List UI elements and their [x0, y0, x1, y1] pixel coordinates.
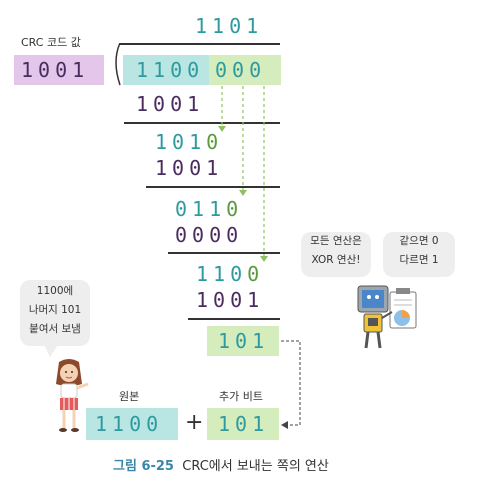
step3-remainder: 1100 — [196, 262, 265, 286]
figure-caption: 그림 6-25 CRC에서 보내는 쪽의 연산 — [113, 455, 329, 474]
girl-speech-bubble: 1100에 나머지 101 붙여서 보냄 — [20, 280, 90, 346]
divisor-box — [14, 55, 104, 85]
dividend-data: 1100 — [136, 58, 205, 82]
step4-subtrahend: 1001 — [196, 288, 265, 312]
girl-bubble-tail — [44, 345, 58, 357]
result-added: 101 — [218, 412, 270, 436]
step1-brought-bit: 0 — [206, 130, 224, 154]
step1-line — [124, 122, 280, 124]
result-original: 1100 — [95, 412, 164, 436]
plus-sign: + — [185, 410, 204, 435]
step2-subtrahend: 1001 — [155, 156, 224, 180]
step2-remainder: 0110 — [175, 197, 244, 221]
step1-remainder: 1010 — [155, 130, 224, 154]
dividend-pad: 000 — [215, 58, 267, 82]
remainder: 101 — [218, 329, 270, 353]
quotient: 1101 — [195, 14, 264, 38]
result-original-box — [86, 408, 178, 440]
robot-illustration — [357, 285, 417, 349]
remainder-box — [207, 326, 279, 356]
step3-brought-bit: 0 — [247, 262, 265, 286]
step1-subtrahend: 1001 — [136, 92, 205, 116]
crc-label: CRC 코드 값 — [21, 36, 81, 49]
step2-line — [146, 186, 280, 188]
figure-title: CRC에서 보내는 쪽의 연산 — [182, 459, 329, 474]
step4-line — [188, 318, 280, 320]
figure-number: 그림 6-25 — [113, 459, 174, 474]
step3-line — [168, 252, 280, 254]
division-bracket — [115, 43, 121, 86]
girl-illustration — [56, 359, 89, 432]
added-bits-label: 추가 비트 — [219, 390, 263, 403]
robot-speech-bubble-rule: 같으면 0 다르면 1 — [383, 232, 455, 277]
result-added-box — [207, 408, 279, 440]
original-label: 원본 — [119, 390, 140, 403]
dividend-data-box — [123, 55, 223, 85]
step3-subtrahend: 0000 — [175, 223, 244, 247]
robot-speech-bubble-xor: 모든 연산은 XOR 연산! — [301, 232, 371, 277]
dividend-pad-box — [209, 55, 281, 85]
divisor: 1001 — [21, 58, 90, 82]
step2-brought-bit: 0 — [226, 197, 244, 221]
quotient-line — [120, 43, 280, 45]
